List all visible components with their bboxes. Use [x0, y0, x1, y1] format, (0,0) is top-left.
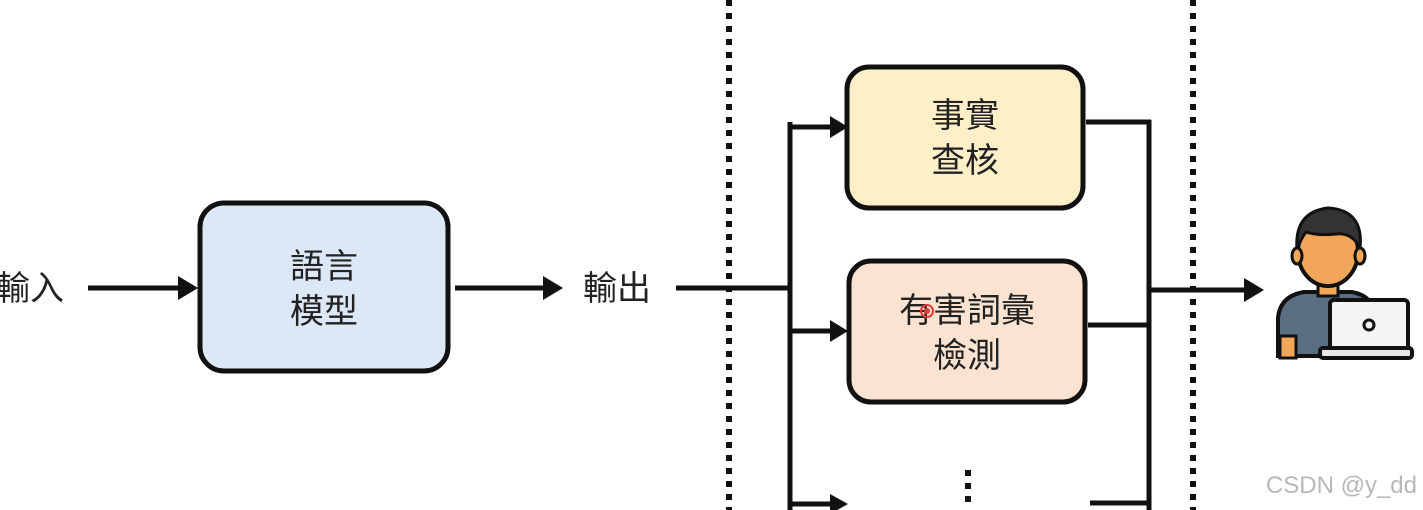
fact-check-rect — [844, 64, 1086, 211]
arrow-model-to-output — [455, 276, 563, 300]
cursor-dot-icon — [920, 304, 934, 318]
language-model-line1: 語言 — [290, 247, 358, 287]
language-model-rect — [197, 200, 451, 374]
language-model-line2: 模型 — [290, 292, 358, 332]
fact-check-line1: 事實 — [931, 96, 999, 136]
harmful-words-box: 有害詞彙 檢測 — [846, 258, 1088, 405]
harmful-words-rect — [846, 258, 1088, 405]
branch-arrow-harmful-words — [788, 320, 848, 342]
watermark: CSDN @y_dd — [1265, 472, 1417, 499]
arrow-input-to-model — [88, 276, 198, 300]
input-label: 輸入 — [0, 269, 64, 309]
merge-connector — [1086, 119, 1152, 510]
fact-check-line2: 查核 — [931, 141, 999, 181]
branch-arrow-more — [788, 494, 848, 510]
harmful-words-line1: 有害詞彙 — [899, 291, 1035, 331]
fact-check-box: 事實 查核 — [844, 64, 1086, 211]
vertical-ellipsis-icon — [965, 470, 971, 502]
branch-arrow-fact-check — [788, 116, 848, 138]
user-laptop-icon — [1276, 206, 1414, 360]
output-label: 輸出 — [583, 269, 651, 309]
arrow-to-user — [1151, 278, 1264, 302]
harmful-words-line2: 檢測 — [933, 336, 1001, 376]
language-model-box: 語言 模型 — [197, 200, 451, 374]
